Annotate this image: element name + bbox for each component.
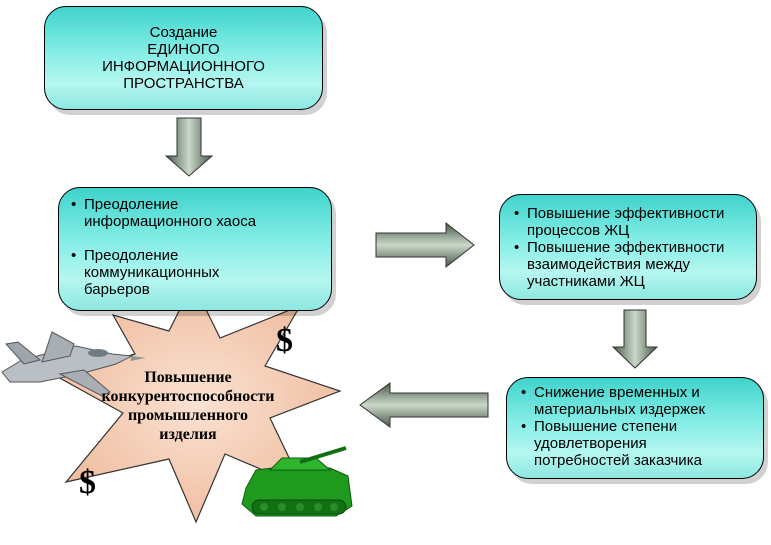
list-item: Повышение эффективности процессов ЖЦ: [514, 205, 748, 239]
goal-box-unified-info-space: Создание ЕДИНОГО ИНФОРМАЦИОННОГО ПРОСТРА…: [44, 6, 323, 110]
list-item: Снижение временных и материальных издерж…: [521, 384, 755, 418]
list-item-line: барьеров: [84, 281, 150, 298]
list-item-line: Повышение степени: [534, 418, 678, 435]
list-item: Преодоление коммуникационных барьеров: [71, 247, 321, 298]
goal-box-line: Создание: [149, 24, 218, 41]
starburst-line: конкурентоспособности: [101, 388, 275, 405]
list-item-line: участниками ЖЦ: [527, 273, 645, 290]
efficiency-box: Повышение эффективности процессов ЖЦ Пов…: [499, 194, 757, 300]
overcoming-box: Преодоление информационного хаоса Преодо…: [58, 187, 332, 311]
list-item-line: процессов ЖЦ: [527, 222, 630, 239]
arrow-right-middle: [375, 221, 475, 269]
starburst-line: изделия: [159, 426, 217, 443]
list-item-line: удовлетворения: [534, 435, 647, 452]
goal-box-line: ПРОСТРАНСТВА: [123, 75, 244, 92]
list-item-line: информационного хаоса: [84, 213, 257, 230]
arrow-down-top: [164, 117, 214, 177]
cost-reduction-box: Снижение временных и материальных издерж…: [506, 377, 764, 479]
list-item-line: Повышение эффективности: [527, 205, 725, 222]
starburst-shape: [54, 281, 342, 524]
list-item-line: материальных издержек: [534, 401, 706, 418]
overcoming-list: Преодоление информационного хаоса Преодо…: [71, 196, 321, 298]
cost-reduction-list: Снижение временных и материальных издерж…: [521, 384, 755, 469]
tank-icon: [241, 446, 353, 517]
competitiveness-label: Повышение конкурентоспособности промышле…: [88, 368, 288, 444]
list-item: Преодоление информационного хаоса: [71, 196, 321, 230]
list-item-line: Преодоление: [84, 247, 179, 264]
fighter-jet-icon: [1, 331, 146, 397]
starburst-line: Повышение: [144, 369, 232, 386]
starburst-line: промышленного: [127, 407, 249, 424]
efficiency-list: Повышение эффективности процессов ЖЦ Пов…: [514, 205, 748, 290]
arrow-left-bottom: [359, 382, 489, 428]
list-item: Повышение эффективности взаимодействия м…: [514, 239, 748, 290]
list-item-line: потребностей заказчика: [534, 452, 702, 469]
list-item: Повышение степени удовлетворения потребн…: [521, 418, 755, 469]
list-item-line: коммуникационных: [84, 264, 220, 281]
goal-box-line: ЕДИНОГО: [147, 41, 220, 58]
arrow-down-right: [611, 309, 659, 369]
list-item-line: Снижение временных и: [534, 384, 700, 401]
list-item-line: Преодоление: [84, 196, 179, 213]
dollar-sign-icon: $: [276, 322, 293, 359]
dollar-sign-icon: $: [79, 464, 96, 501]
list-item-line: Повышение эффективности: [527, 239, 725, 256]
goal-box-line: ИНФОРМАЦИОННОГО: [102, 58, 265, 75]
list-item-line: взаимодействия между: [527, 256, 690, 273]
